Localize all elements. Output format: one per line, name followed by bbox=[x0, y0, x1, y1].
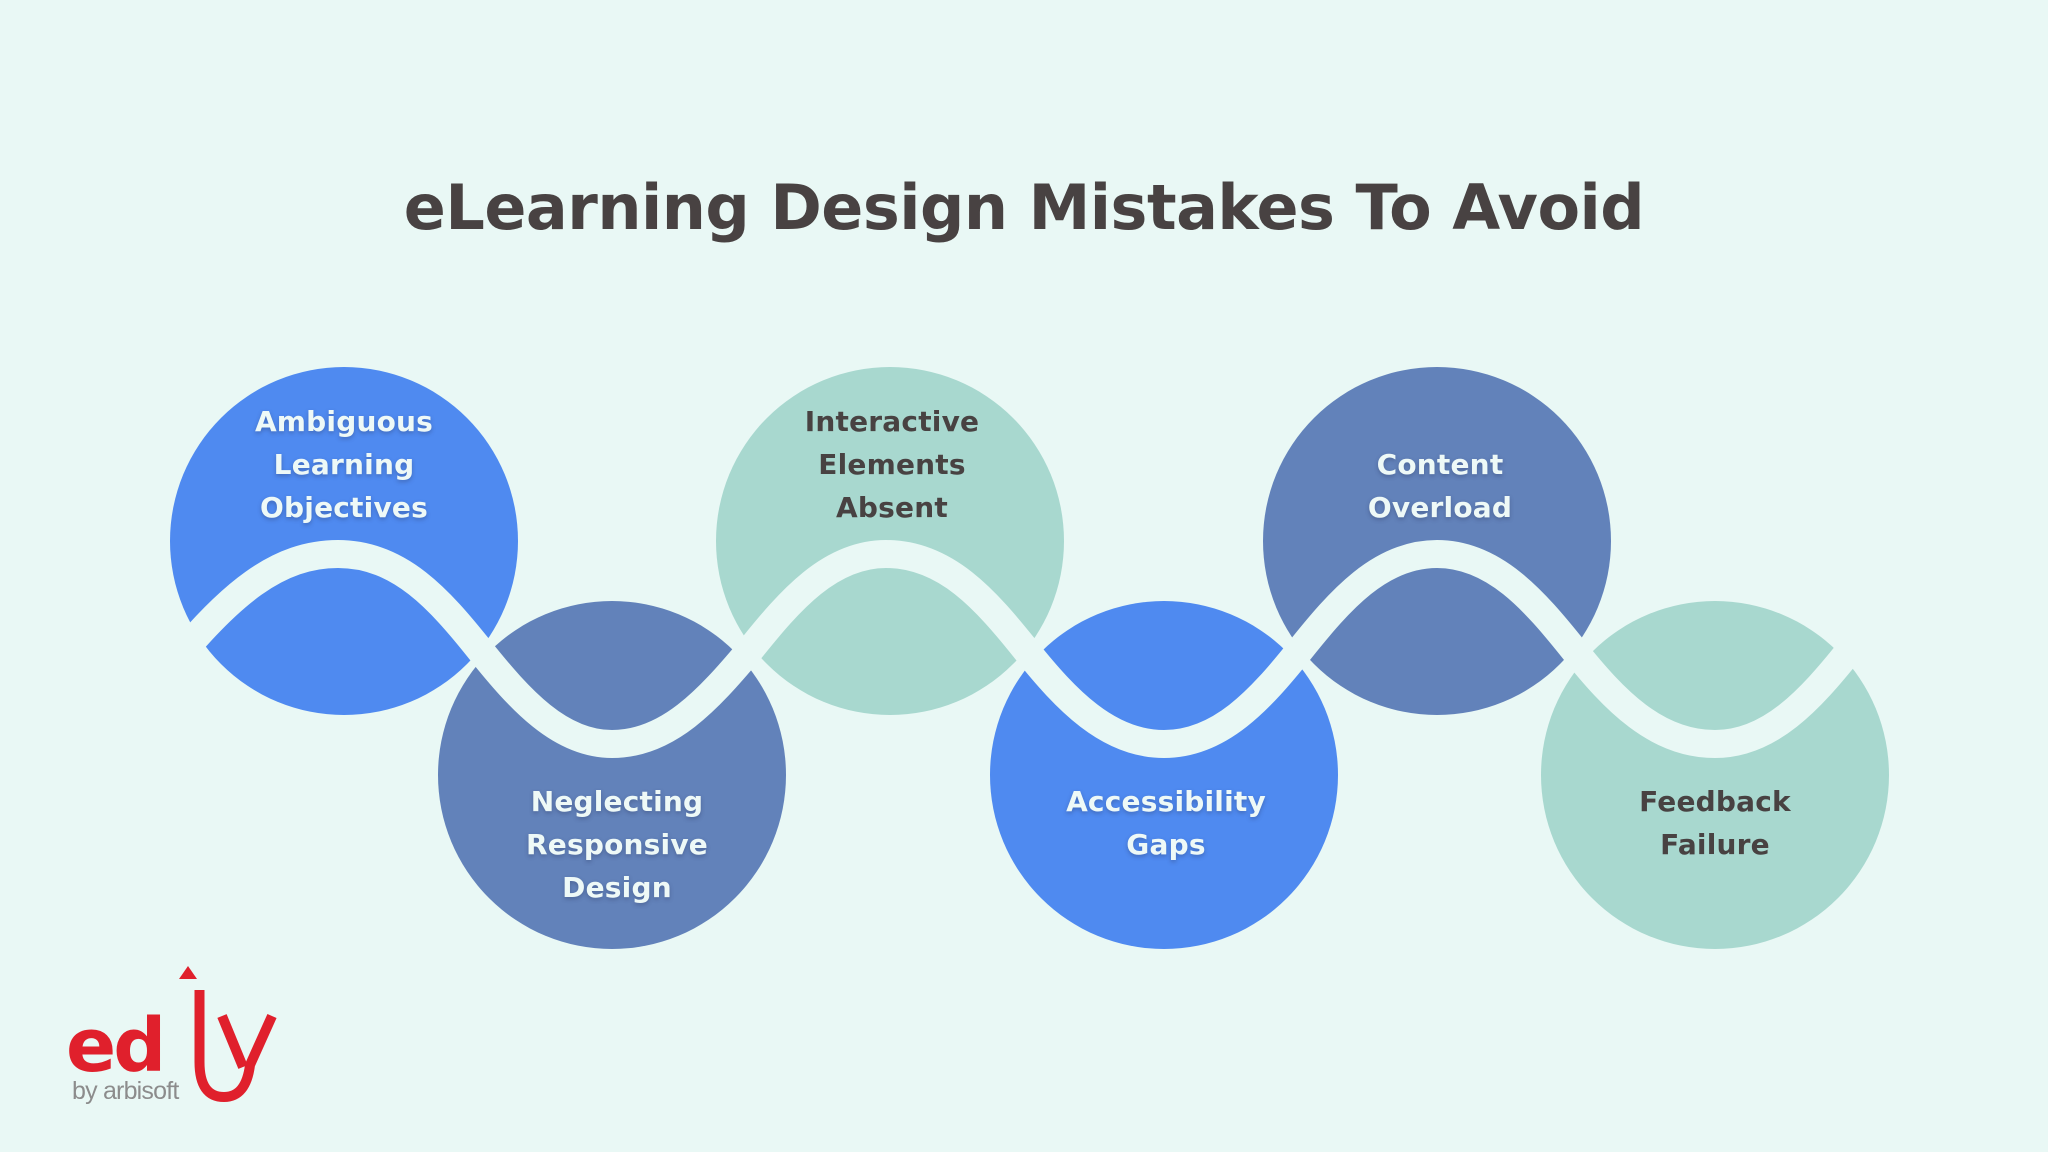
step-label-4: Accessibility Gaps bbox=[1016, 780, 1316, 866]
step-label-3: Interactive Elements Absent bbox=[742, 400, 1042, 529]
step-1-line-2: Learning bbox=[273, 448, 415, 481]
logo-ly-ligature bbox=[194, 990, 277, 1102]
arrow-up-triangle-icon bbox=[179, 966, 197, 979]
step-label-6: Feedback Failure bbox=[1565, 780, 1865, 866]
wave-band bbox=[148, 539, 1861, 759]
step-label-2: Neglecting Responsive Design bbox=[467, 780, 767, 909]
step-label-5: Content Overload bbox=[1290, 443, 1590, 529]
step-6-line-2: Failure bbox=[1660, 828, 1770, 861]
logo-wordmark-ed: ed bbox=[66, 1003, 163, 1089]
step-4-line-2: Gaps bbox=[1126, 828, 1206, 861]
step-3-line-1: Interactive bbox=[804, 405, 980, 438]
step-5-line-1: Content bbox=[1376, 448, 1504, 481]
step-6-line-1: Feedback bbox=[1639, 785, 1791, 818]
step-4-line-1: Accessibility bbox=[1066, 785, 1266, 818]
step-5-line-2: Overload bbox=[1367, 491, 1513, 524]
logo-y-arm bbox=[217, 1014, 248, 1069]
step-3-line-3: Absent bbox=[836, 491, 948, 524]
step-2-line-3: Design bbox=[562, 871, 672, 904]
step-2-line-2: Responsive bbox=[526, 828, 708, 861]
step-label-1: Ambiguous Learning Objectives bbox=[194, 400, 494, 529]
step-1-line-1: Ambiguous bbox=[254, 405, 434, 438]
step-2-line-1: Neglecting bbox=[530, 785, 704, 818]
step-1-line-3: Objectives bbox=[260, 491, 428, 524]
step-3-line-2: Elements bbox=[818, 448, 966, 481]
logo-byline: by arbisoft bbox=[72, 1077, 179, 1105]
edly-logo: ed bbox=[66, 966, 277, 1102]
page-title: eLearning Design Mistakes To Avoid bbox=[403, 171, 1645, 244]
